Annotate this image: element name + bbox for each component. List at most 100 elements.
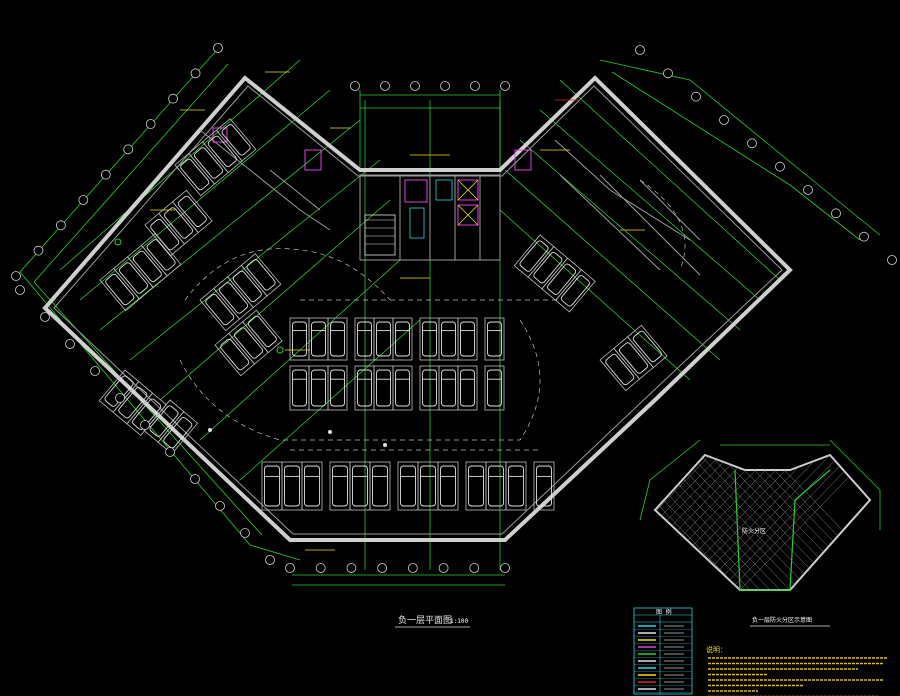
driveway-curves — [179, 179, 686, 451]
car-outline — [460, 369, 475, 407]
hatch-line — [655, 455, 741, 590]
parking-stall — [215, 118, 257, 162]
grid-axis-bubble — [215, 501, 225, 511]
notes-heading: 说明： — [706, 645, 727, 654]
car-outline — [533, 252, 563, 284]
core-stairs-elevators — [212, 127, 532, 256]
grid-axis-bubbles — [11, 43, 897, 573]
angled-stall-block — [513, 234, 596, 313]
main-plan-title: 负一层平面图 — [398, 614, 452, 626]
car-outline — [292, 369, 307, 407]
main-plan-title-block: 负一层平面图 1:100 — [395, 614, 470, 628]
car-outline — [304, 465, 320, 507]
parking-stall — [127, 244, 168, 289]
car-outline — [232, 270, 262, 303]
car-outline — [632, 330, 662, 363]
car-outline — [118, 387, 148, 419]
inset-area-label: 防火分区 — [742, 527, 766, 535]
parking-stall — [174, 152, 216, 197]
legend-table: 图 例 — [633, 607, 693, 695]
grid-axis-bubble — [165, 447, 175, 457]
car-outline — [284, 465, 300, 507]
car-outline — [205, 293, 235, 326]
angled-stall-block — [98, 369, 167, 436]
car-outline — [441, 369, 456, 407]
car-outline — [180, 158, 210, 191]
inset-plan-title: 负一层防火分区示意图 — [752, 616, 812, 624]
parking-stall — [199, 287, 241, 332]
car-outline — [420, 465, 436, 507]
car-outline — [441, 321, 456, 357]
general-notes: 说明： — [706, 645, 888, 696]
parking-stall — [457, 317, 478, 361]
grid-axis-bubble — [377, 563, 388, 573]
parking-stall — [172, 189, 213, 234]
grid-axis-bubble — [410, 81, 420, 91]
grid-axis-bubble — [691, 91, 701, 102]
car-outline — [605, 353, 635, 386]
grid-axis-bubble — [90, 366, 100, 376]
car-outline — [440, 465, 456, 507]
grid-axis-bubble — [168, 93, 179, 104]
hatch-line — [655, 455, 681, 590]
main-plan-scale: 1:100 — [450, 618, 468, 625]
car-outline — [234, 327, 264, 359]
hatch-line — [719, 455, 851, 590]
grid-axis-bubble — [33, 245, 44, 256]
parking-stall — [627, 324, 668, 369]
car-outline — [164, 207, 194, 239]
hatch-line — [729, 455, 861, 590]
car-outline — [207, 135, 237, 168]
annotation-marks — [114, 71, 645, 551]
car-outline — [357, 369, 372, 407]
car-outline — [422, 321, 437, 357]
parking-stall — [457, 365, 478, 411]
car-outline — [132, 398, 162, 430]
car-outline — [330, 369, 345, 407]
hatch-line — [739, 455, 870, 590]
hatch-line — [655, 455, 701, 590]
car-outline — [488, 465, 504, 507]
car-outline — [395, 321, 410, 357]
parking-stall — [613, 336, 654, 380]
grid-axis-bubble — [123, 144, 134, 155]
grid-axis-bubble — [747, 138, 757, 149]
grid-axis-bubble — [65, 339, 75, 349]
main-floor-plan: 负一层平面图 1:100 — [11, 43, 897, 628]
legend-rows — [634, 625, 692, 693]
grid-axis-bubble — [11, 271, 21, 281]
hatch-line — [520, 455, 650, 590]
car-outline — [619, 342, 649, 374]
grid-axis-bubble — [438, 563, 449, 573]
angled-stall-block — [199, 253, 282, 332]
inset-fire-zone-plan: 防火分区 负一层防火分区示意图 — [520, 439, 881, 627]
parking-stall — [240, 253, 282, 297]
car-outline — [508, 465, 524, 507]
parking-stall — [157, 411, 199, 455]
dimension-lines — [19, 51, 881, 586]
grid-axis-bubble — [15, 285, 25, 295]
parking-stall — [541, 257, 582, 301]
car-outline — [487, 321, 502, 357]
car-outline — [519, 240, 549, 272]
parking-stall — [228, 321, 269, 365]
parking-stall — [99, 267, 141, 312]
hatch-line — [655, 455, 751, 590]
grid-axis-bubble — [315, 563, 326, 573]
car-outline — [246, 259, 276, 291]
angled-stall-block — [214, 309, 283, 377]
car-outline — [422, 369, 437, 407]
car-outline — [292, 321, 307, 357]
hatch-line — [655, 455, 701, 590]
hatch-line — [709, 455, 841, 590]
notes-body — [708, 657, 888, 696]
car-outline — [536, 465, 552, 507]
car-outline — [468, 465, 484, 507]
parking-stall — [533, 461, 555, 511]
grid-axis-bubble — [55, 220, 66, 231]
car-outline — [311, 369, 326, 407]
legend-heading: 图 例 — [656, 608, 672, 616]
car-outline — [221, 124, 251, 156]
car-outline — [547, 263, 577, 295]
car-outline — [330, 321, 345, 357]
